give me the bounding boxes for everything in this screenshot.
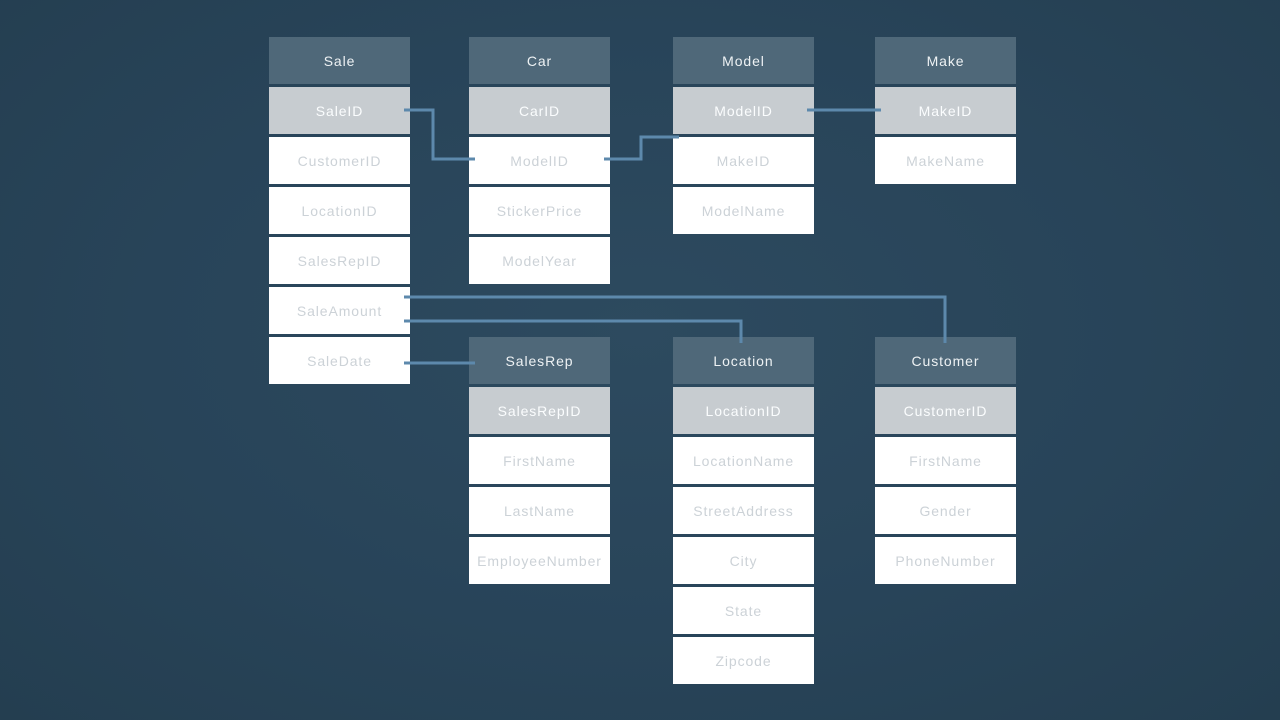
table-title: Customer xyxy=(875,337,1016,384)
primary-key-row: CarID xyxy=(469,87,610,134)
primary-key-row: LocationID xyxy=(673,387,814,434)
field-row: MakeName xyxy=(875,137,1016,184)
table-title: SalesRep xyxy=(469,337,610,384)
table-title: Car xyxy=(469,37,610,84)
primary-key-row: SalesRepID xyxy=(469,387,610,434)
field-row: Gender xyxy=(875,487,1016,534)
primary-key-row: SaleID xyxy=(269,87,410,134)
field-row: Zipcode xyxy=(673,637,814,684)
primary-key-row: MakeID xyxy=(875,87,1016,134)
connector-sale-car xyxy=(404,108,475,161)
connector-car-model xyxy=(604,135,679,161)
primary-key-row: ModelID xyxy=(673,87,814,134)
field-row: LastName xyxy=(469,487,610,534)
field-row: CustomerID xyxy=(269,137,410,184)
table-title: Sale xyxy=(269,37,410,84)
field-row: ModelYear xyxy=(469,237,610,284)
field-row: City xyxy=(673,537,814,584)
field-row: ModelID xyxy=(469,137,610,184)
field-row: SaleDate xyxy=(269,337,410,384)
field-row: StickerPrice xyxy=(469,187,610,234)
table-title: Make xyxy=(875,37,1016,84)
field-row: EmployeeNumber xyxy=(469,537,610,584)
field-row: PhoneNumber xyxy=(875,537,1016,584)
table-title: Model xyxy=(673,37,814,84)
field-row: MakeID xyxy=(673,137,814,184)
table-title: Location xyxy=(673,337,814,384)
field-row: SalesRepID xyxy=(269,237,410,284)
field-row: FirstName xyxy=(875,437,1016,484)
field-row: StreetAddress xyxy=(673,487,814,534)
field-row: LocationName xyxy=(673,437,814,484)
field-row: ModelName xyxy=(673,187,814,234)
field-row: FirstName xyxy=(469,437,610,484)
field-row: LocationID xyxy=(269,187,410,234)
primary-key-row: CustomerID xyxy=(875,387,1016,434)
field-row: SaleAmount xyxy=(269,287,410,334)
field-row: State xyxy=(673,587,814,634)
